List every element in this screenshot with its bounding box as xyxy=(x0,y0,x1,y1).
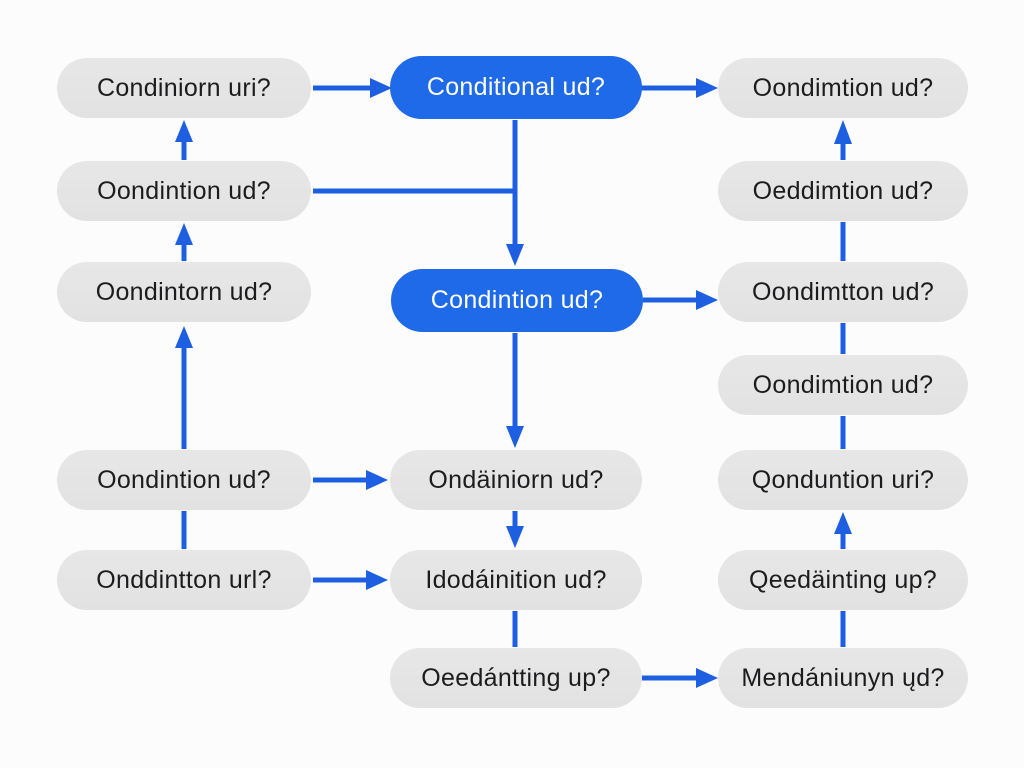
arrow-right6-to-right5 xyxy=(834,512,852,549)
arrow-mid1-to-mid2 xyxy=(506,120,524,266)
node-left-4: Oondintion ud? xyxy=(57,450,311,510)
arrow-mid5-to-right7 xyxy=(642,668,718,688)
node-mid-5: Oeedántting up? xyxy=(390,648,642,708)
arrow-left2-to-left1 xyxy=(175,120,193,160)
node-left-5: Onddintton url? xyxy=(57,550,311,610)
arrow-left1-to-mid1 xyxy=(313,78,392,98)
arrow-right2-to-right1 xyxy=(834,120,852,160)
node-right-4: Oondimtion ud? xyxy=(718,355,968,415)
node-mid-3: Ondäiniorn ud? xyxy=(390,450,642,510)
arrow-left4-to-left3 xyxy=(175,326,193,449)
node-right-7: Mendániunyn ųd? xyxy=(718,648,968,708)
node-right-2: Oeddimtion ud? xyxy=(718,161,968,221)
arrow-mid3-to-mid4 xyxy=(506,511,524,548)
node-right-3: Oondimtton ud? xyxy=(718,262,968,322)
node-left-2: Oondintion ud? xyxy=(57,161,311,221)
arrow-mid1-to-right1 xyxy=(641,78,718,98)
node-mid-4: Idodáinition ud? xyxy=(390,550,642,610)
node-mid-1: Conditional ud? xyxy=(390,56,642,119)
arrow-mid2-to-right3 xyxy=(643,290,718,310)
arrow-mid2-to-mid3 xyxy=(506,333,524,448)
node-right-5: Qonduntion uri? xyxy=(718,450,968,510)
node-right-1: Oondimtion ud? xyxy=(718,58,968,118)
node-left-3: Oondintorn ud? xyxy=(57,262,311,322)
arrow-left5-to-mid4 xyxy=(313,570,388,590)
arrow-left4-to-mid3 xyxy=(313,470,388,490)
arrow-left3-to-left2 xyxy=(175,223,193,261)
node-left-1: Condiniorn uri? xyxy=(57,58,311,118)
node-mid-2: Condintion ud? xyxy=(391,269,643,332)
node-right-6: Qeedäinting up? xyxy=(718,550,968,610)
